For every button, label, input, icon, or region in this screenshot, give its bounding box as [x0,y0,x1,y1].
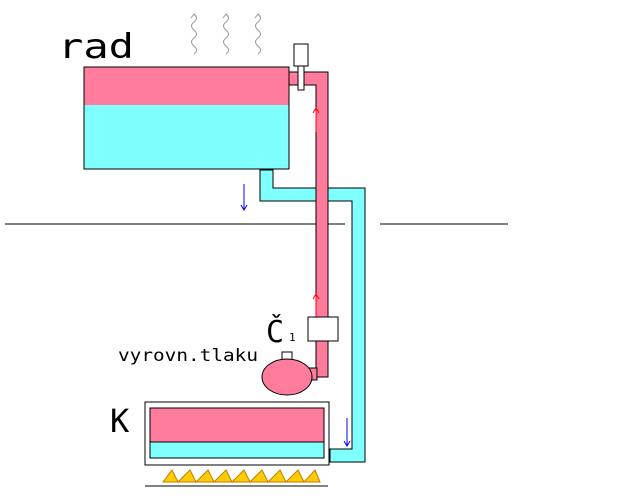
boiler-label: K [110,402,130,440]
heat-waves-icon [190,13,262,55]
air-valve-icon [293,43,309,91]
boiler-hot-section [149,407,325,443]
pump-box [307,316,339,342]
pump-label-subscript: 1 [289,331,296,344]
flow-arrow-down-boiler [343,418,351,447]
radiator-label: rad [58,27,134,67]
expansion-tank-label: vyrovn.tlaku [118,346,258,366]
boiler [144,401,330,466]
flame-icon [145,469,328,487]
expansion-tank [261,351,313,396]
radiator-outline [83,66,290,170]
radiator-hot-section [84,67,289,105]
radiator-cold-section [84,105,289,169]
flow-arrow-up-top [312,107,320,132]
flow-arrow-up-bottom [312,293,320,318]
boiler-cold-section [149,441,325,459]
radiator [83,66,290,170]
flow-arrow-down-radiator [240,184,248,211]
pump-label: Č [266,313,284,350]
